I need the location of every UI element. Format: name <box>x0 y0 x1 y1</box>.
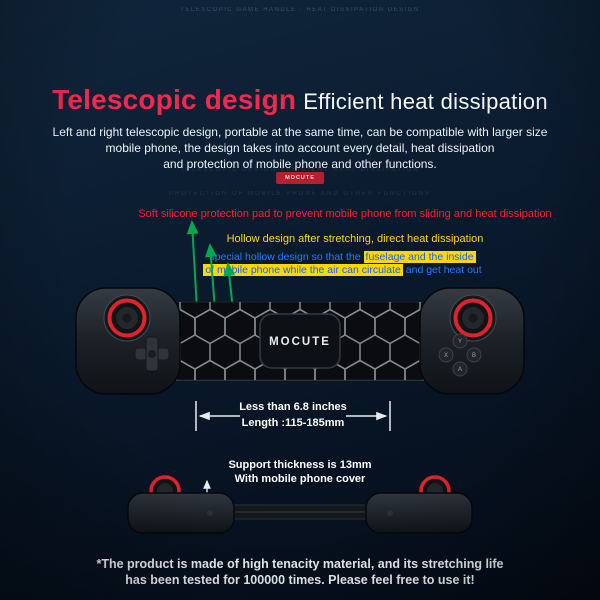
intro-line-3: and protection of mobile phone and other… <box>163 157 437 171</box>
dpad <box>134 336 170 372</box>
dimension-length: Length :115-185mm <box>241 417 345 429</box>
green-arrow-2 <box>204 243 217 311</box>
annotation-silicone-pad: Soft silicone protection pad to prevent … <box>138 208 552 220</box>
button-y-label: Y <box>458 339 462 345</box>
left-joystick <box>103 294 151 342</box>
blue-line1-text: special hollow design so that the <box>209 251 364 263</box>
controller-stretched-view: MOCUTE Y X B A <box>75 287 525 395</box>
thickness-line-1: Support thickness is 13mm <box>228 459 372 471</box>
green-arrow-1 <box>186 220 199 311</box>
action-buttons: Y X B A <box>438 333 482 377</box>
right-joystick <box>449 294 497 342</box>
intro-paragraph: Left and right telescopic design, portab… <box>16 124 584 172</box>
button-x-label: X <box>444 353 448 359</box>
dimension-inches: Less than 6.8 inches <box>239 401 347 413</box>
brand-label-plate <box>259 313 341 369</box>
annotation-hollow-design: Hollow design after stretching, direct h… <box>226 233 484 245</box>
top-watermark-text: TELESCOPIC GAME HANDLE · HEAT DISSIPATIO… <box>180 7 420 13</box>
blue-line2-highlight: of mobile phone while the air can circul… <box>203 264 403 276</box>
title-white: Efficient heat dissipation <box>303 89 548 114</box>
thickness-line-2: With mobile phone cover <box>234 473 366 485</box>
intro-line-2: mobile phone, the design takes into acco… <box>105 141 495 155</box>
footer-line-1: *The product is made of high tenacity ma… <box>96 557 504 571</box>
brand-badge: MOCUTE <box>276 172 324 184</box>
length-dimension <box>195 401 391 431</box>
profile-left-grip <box>127 492 235 534</box>
annotation-air-circulation: special hollow design so that the fusela… <box>120 251 565 277</box>
blue-line1-highlight: fuselage and the inside <box>363 251 476 263</box>
watermark-line-2: PROTECTION OF MOBILE PHONE AND OTHER FUN… <box>168 191 431 197</box>
intro-line-1: Left and right telescopic design, portab… <box>52 125 548 139</box>
footer-note: *The product is made of high tenacity ma… <box>0 556 600 588</box>
page-title: Telescopic design Efficient heat dissipa… <box>0 84 600 116</box>
watermark-line-1: TELESCOPIC DESIGN EFFICIENT HEAT DISSIPA… <box>180 167 420 173</box>
controller-profile-view <box>127 475 473 534</box>
button-b-label: B <box>472 353 476 359</box>
annotation-blue-line-1: special hollow design so that the fusela… <box>120 251 565 264</box>
profile-left-button <box>207 510 213 516</box>
profile-right-button <box>387 510 393 516</box>
annotation-blue-line-2: of mobile phone while the air can circul… <box>120 264 565 277</box>
blue-line2-text: and get heat out <box>402 264 482 276</box>
profile-right-grip <box>365 492 473 534</box>
footer-line-2: has been tested for 100000 times. Please… <box>125 573 475 587</box>
button-a-label: A <box>458 367 462 373</box>
title-red: Telescopic design <box>52 84 297 115</box>
brand-label: MOCUTE <box>269 336 331 348</box>
